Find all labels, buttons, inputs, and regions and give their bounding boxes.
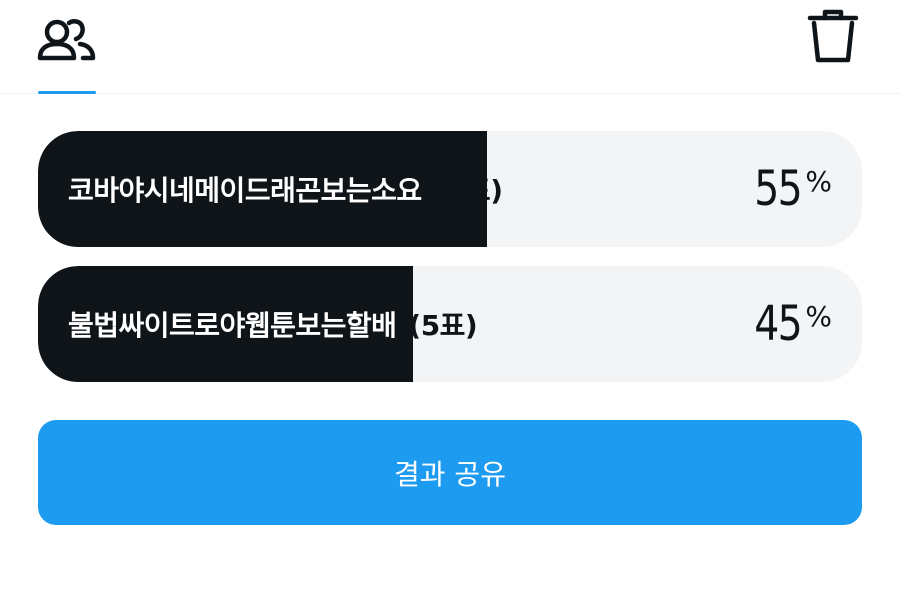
percent-sign: % [805, 164, 832, 198]
percent-value: 45 [754, 296, 803, 352]
poll-option-label: 코바야시네메이드래곤보는소요 (6표) [68, 131, 702, 247]
share-results-button[interactable]: 결과 공유 [38, 420, 862, 525]
trash-icon[interactable] [804, 6, 862, 66]
poll-option-votes: (6표) [433, 174, 503, 207]
poll-option-votes: (5표) [408, 309, 478, 342]
poll-option-fill [38, 266, 413, 382]
percent-sign: % [805, 299, 832, 333]
people-icon[interactable] [36, 12, 98, 64]
header [0, 0, 900, 94]
poll-option-text: 코바야시네메이드래곤보는소요 [68, 174, 422, 207]
poll-option-text: 불법싸이트로야웹툰보는할배 [68, 309, 397, 342]
poll-option-2: 불법싸이트로야웹툰보는할배 (5표) 45 % [38, 266, 862, 382]
poll-option-1: 코바야시네메이드래곤보는소요 (6표) 55 % [38, 131, 862, 247]
poll-option-fill [38, 131, 488, 247]
poll-option-label: 불법싸이트로야웹툰보는할배 (5표) [68, 266, 702, 382]
tab-indicator [38, 91, 96, 94]
poll-option-percent: 45 % [744, 266, 832, 382]
percent-value: 55 [754, 161, 803, 217]
poll-option-percent: 55 % [744, 131, 832, 247]
poll-options: 코바야시네메이드래곤보는소요 (6표) 55 % 불법싸이트로야웹툰보는할배 (… [38, 131, 862, 401]
